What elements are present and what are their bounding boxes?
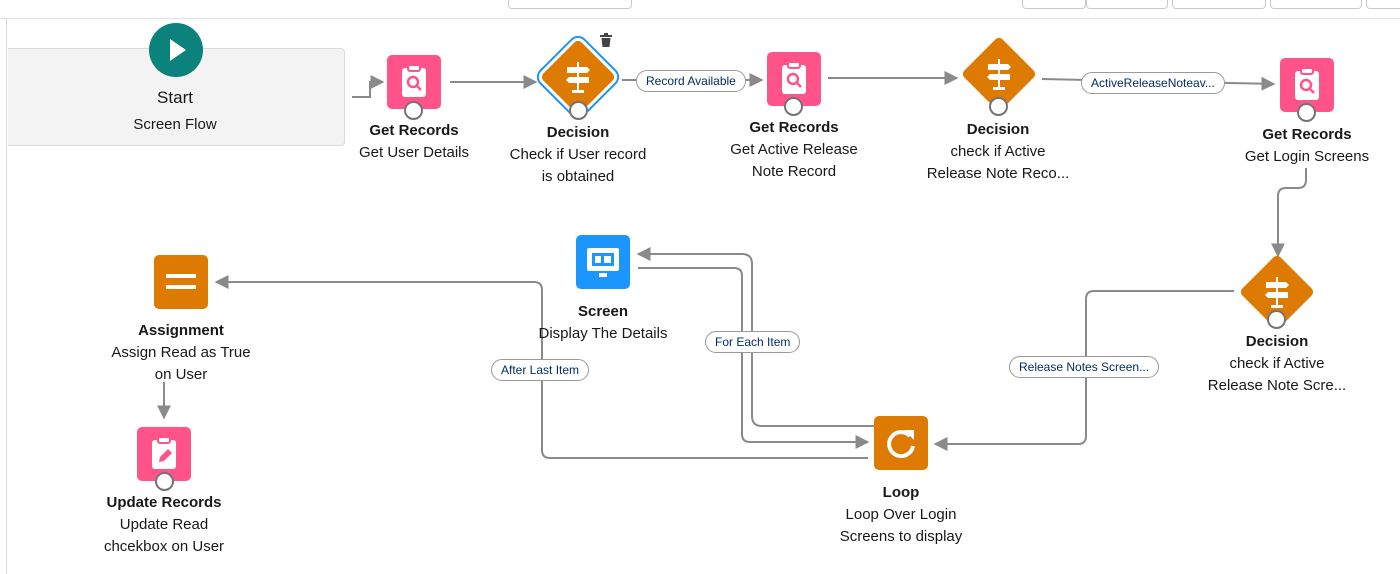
decision-screens-label-1: check if Active [1229, 355, 1325, 372]
assignment-icon [166, 274, 196, 289]
start-title: Start [157, 88, 193, 107]
toolbar-button[interactable] [1366, 0, 1400, 9]
connector-start-get-user [352, 75, 385, 98]
connector-loop-screen [636, 247, 901, 427]
loop-label-2: Screens to display [839, 528, 963, 545]
assignment-label-1: Assign Read as True [111, 344, 251, 361]
decision-screens-type: Decision [1245, 333, 1309, 350]
update-records-icon [152, 436, 176, 469]
get-login-node[interactable] [1280, 58, 1334, 112]
start-subtitle: Screen Flow [133, 116, 217, 133]
screen-type: Screen [577, 303, 629, 320]
get-records-icon [782, 61, 806, 94]
update-records-label-1: Update Read [119, 516, 209, 533]
decision-screens-label-2: Release Note Scre... [1207, 377, 1347, 394]
decision-user-label-1: Check if User record [509, 146, 647, 163]
get-release-type: Get Records [749, 119, 839, 136]
connector-label-record-available[interactable]: Record Available [636, 70, 746, 92]
connector-label-release-screens[interactable]: Release Notes Screen... [1009, 356, 1160, 378]
start-icon[interactable] [149, 23, 203, 77]
get-user-label: Get User Details [358, 144, 470, 161]
get-login-type: Get Records [1262, 126, 1352, 143]
loop-label-1: Loop Over Login [845, 506, 957, 523]
connector-get-login-decision [1271, 168, 1307, 258]
connector-label-after-last[interactable]: After Last Item [491, 359, 590, 381]
decision-release-label-2: Release Note Reco... [926, 165, 1070, 182]
connector-node[interactable] [404, 101, 423, 120]
get-records-icon [1295, 67, 1319, 100]
connector-node[interactable] [155, 472, 174, 491]
get-user-type: Get Records [369, 122, 459, 139]
assignment-node[interactable] [154, 255, 208, 309]
decision-icon [1265, 277, 1289, 308]
connector-label-active-release[interactable]: ActiveReleaseNoteav... [1081, 72, 1225, 94]
update-records-label-2: chcekbox on User [103, 538, 225, 555]
decision-icon [987, 59, 1011, 90]
assignment-label-2: on User [154, 366, 208, 383]
get-records-icon [402, 64, 426, 97]
decision-icon [566, 62, 590, 93]
screen-icon [587, 248, 619, 277]
connector-node[interactable] [1297, 103, 1316, 122]
decision-release-type: Decision [966, 121, 1030, 138]
connector-node[interactable] [569, 101, 588, 120]
loop-node[interactable] [874, 416, 928, 470]
connector-node[interactable] [1267, 310, 1286, 329]
screen-node[interactable] [576, 235, 630, 289]
connector-node[interactable] [989, 97, 1008, 116]
toolbar-button[interactable] [1086, 0, 1168, 9]
screen-label: Display The Details [538, 325, 668, 342]
canvas-border [6, 18, 7, 574]
trash-icon[interactable] [599, 33, 613, 47]
get-release-node[interactable] [767, 52, 821, 106]
decision-user-type: Decision [546, 124, 610, 141]
toolbar-button[interactable] [1270, 0, 1362, 9]
update-records-type: Update Records [106, 494, 222, 511]
get-release-label-2: Note Record [751, 163, 837, 180]
connector-label-for-each[interactable]: For Each Item [705, 331, 801, 353]
get-login-label: Get Login Screens [1244, 148, 1370, 165]
toolbar-button[interactable] [1022, 0, 1086, 9]
connector-node[interactable] [784, 97, 803, 116]
connector-screen-loop [638, 267, 870, 449]
toolbar-button[interactable] [1172, 0, 1266, 9]
decision-release-label-1: check if Active [950, 143, 1046, 160]
toolbar-button[interactable] [508, 0, 632, 9]
start-element[interactable] [8, 48, 345, 146]
assignment-type: Assignment [138, 322, 224, 339]
get-release-label-1: Get Active Release [730, 141, 858, 158]
loop-icon [887, 430, 915, 459]
loop-type: Loop [882, 484, 920, 501]
decision-user-label-2: is obtained [541, 168, 615, 185]
get-user-node[interactable] [387, 55, 441, 109]
canvas-toolbar [0, 0, 1400, 19]
